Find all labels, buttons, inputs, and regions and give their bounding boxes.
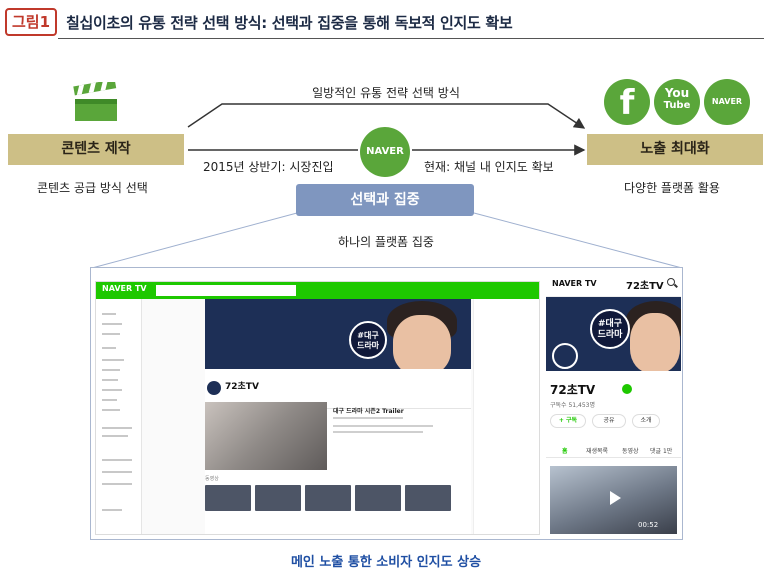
title-rule	[58, 38, 764, 39]
pc-sidebar	[96, 299, 142, 534]
youtube-logo: You Tube	[654, 79, 700, 125]
mobile-naver-tv-page: NAVER TV 72초TV #대구 드라마 72초TV 구독수 51,453명…	[546, 269, 681, 539]
zoom-line-right	[473, 212, 683, 269]
zoom-line-left	[91, 212, 298, 269]
youtube-logo-line1: You	[664, 86, 690, 100]
tab-videos[interactable]: 동영상	[622, 448, 639, 455]
facebook-logo: f	[604, 79, 650, 125]
mobile-tab-bar: 홈 재생목록 동영상 댓글 1만	[546, 444, 681, 458]
pc-right-panel	[473, 299, 539, 534]
top-edge-label: 일방적인 유통 전략 선택 방식	[312, 86, 460, 100]
left-edge-label: 2015년 상반기: 시장진입	[203, 160, 334, 174]
selection-focus-box: 선택과 집중	[296, 184, 474, 216]
exposure-maximization-box: 노출 최대화	[587, 134, 763, 165]
mobile-promo-circle: #대구 드라마	[590, 309, 630, 349]
figure-title: 칠십이초의 유통 전략 선택 방식: 선택과 집중을 통해 독보적 인지도 확보	[66, 14, 513, 32]
pc-thumbnail[interactable]	[405, 485, 451, 511]
pc-thumbnail[interactable]	[355, 485, 401, 511]
pc-promo-circle: #대구 드라마	[349, 321, 387, 359]
video-duration: 00:52	[638, 521, 659, 529]
verified-badge-icon	[622, 384, 632, 394]
exposure-caption: 다양한 플랫폼 활용	[624, 181, 720, 195]
mobile-subscriber-count: 구독수 51,453명	[550, 402, 595, 409]
mobile-top-bar: NAVER TV 72초TV	[546, 269, 681, 297]
naver-right-logo: NAVER	[704, 79, 750, 125]
pc-section-label: 동영상	[205, 476, 219, 482]
figure-tag: 그림1	[5, 8, 57, 36]
content-caption: 콘텐츠 공급 방식 선택	[37, 181, 148, 195]
bottom-caption: 메인 노출 통한 소비자 인지도 상승	[290, 555, 482, 570]
pc-thumbnail[interactable]	[305, 485, 351, 511]
tab-playlist[interactable]: 재생목록	[586, 448, 609, 455]
youtube-logo-line2: Tube	[663, 100, 691, 111]
subscribe-button[interactable]: + 구독	[550, 414, 586, 428]
tab-home[interactable]: 홈	[562, 448, 568, 455]
pc-channel-avatar	[207, 381, 221, 395]
mobile-channel-banner: #대구 드라마	[546, 297, 681, 371]
pc-thumbnail[interactable]	[205, 485, 251, 511]
pc-tab-row	[205, 397, 471, 409]
platform-screenshot: NAVER TV #대구	[90, 267, 683, 540]
share-button[interactable]: 공유	[592, 414, 626, 428]
pc-naver-tv-page: NAVER TV #대구	[95, 281, 540, 535]
top-arrow	[187, 103, 586, 129]
pc-channel-banner: #대구 드라마	[205, 299, 471, 369]
pc-logo: NAVER TV	[102, 284, 147, 293]
pc-channel-name: 72초TV	[225, 382, 259, 392]
pc-top-bar: NAVER TV	[96, 282, 539, 299]
mobile-logo: NAVER TV	[552, 279, 597, 288]
pc-thumbnail[interactable]	[255, 485, 301, 511]
mobile-channel-name: 72초TV	[550, 383, 596, 397]
pc-video-title[interactable]: 대구 드라마 시즌2 Trailer	[333, 408, 404, 415]
search-icon[interactable]	[667, 278, 675, 286]
mobile-channel-avatar	[552, 343, 578, 369]
right-edge-label: 현재: 채널 내 인지도 확보	[424, 160, 554, 174]
clapperboard-icon	[73, 82, 117, 121]
pc-main-area: #대구 드라마 72초TV 대구 드라마 시즌2 Trailer 동영상	[205, 299, 471, 534]
pc-search-input[interactable]	[156, 285, 296, 296]
content-production-box: 콘텐츠 제작	[8, 134, 184, 165]
mobile-video-player[interactable]: 00:52	[550, 466, 677, 534]
pc-video-thumbnail[interactable]	[205, 402, 327, 470]
mobile-title: 72초TV	[626, 281, 664, 292]
intro-button[interactable]: 소개	[632, 414, 660, 428]
tab-comments[interactable]: 댓글 1만	[650, 448, 673, 455]
naver-center-logo: NAVER	[360, 127, 410, 177]
focus-caption: 하나의 플랫폼 집중	[338, 235, 434, 249]
play-icon[interactable]	[610, 491, 621, 505]
